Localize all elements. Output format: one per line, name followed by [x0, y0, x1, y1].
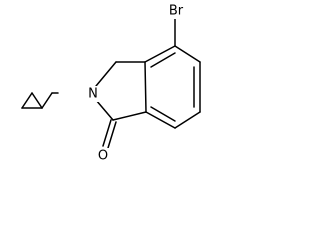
molecule-structure-diagram: Br N O — [21, 2, 201, 165]
bromine-label-mask — [166, 2, 186, 19]
bond-carbonyl-ring — [112, 111, 147, 121]
nitrogen-label-mask — [86, 86, 100, 102]
oxygen-atom-label: O — [98, 149, 108, 164]
bond-cyclopropyl-c — [31, 92, 43, 109]
nitrogen-atom-label: N — [88, 87, 98, 102]
bond-aromatic-2 — [174, 45, 201, 63]
bond-aromatic-inner-1 — [150, 52, 176, 68]
oxygen-label-mask — [96, 148, 112, 165]
bond-carbonyl-oxygen-b — [107, 121, 117, 149]
bond-aromatic-1 — [144, 45, 176, 63]
bond-nitrogen-ch2 — [95, 61, 117, 87]
bond-aromatic-inner-3 — [150, 106, 176, 122]
bond-aromatic-5 — [145, 111, 176, 129]
bond-aromatic-4 — [174, 111, 201, 129]
bond-nitrogen-carbonyl — [95, 99, 114, 121]
bond-ring-fusion — [144, 61, 147, 113]
bond-cyclopropyl-nitrogen — [41, 92, 53, 109]
bond-lines — [21, 17, 201, 149]
bond-cyclopropyl-b — [21, 92, 33, 109]
bromine-atom-label: Br — [169, 4, 184, 19]
bond-carbonyl-oxygen-a — [102, 119, 112, 147]
